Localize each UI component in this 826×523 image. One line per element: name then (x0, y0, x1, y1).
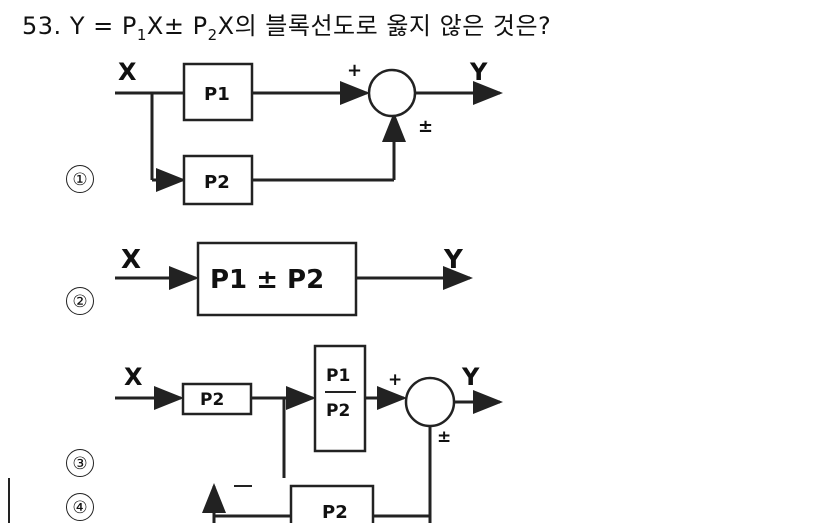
question-tail: X의 블록선도로 옳지 않은 것은? (217, 12, 552, 40)
question-equals: = (93, 12, 114, 40)
diagram-2: X P1 ± P2 Y (115, 241, 473, 317)
left-edge-bar (8, 478, 10, 523)
d1-input-label: X (118, 58, 137, 86)
d1-sign-bottom: ± (418, 116, 433, 137)
question-p1: P1 (121, 12, 147, 44)
d3-sign-bottom: ± (437, 427, 451, 447)
option-2-marker[interactable]: ② (66, 287, 94, 315)
d3-box-fraction (313, 344, 367, 453)
d3-input-label: X (124, 363, 143, 391)
question-x1: X (146, 12, 164, 40)
d3-sign-top: + (388, 370, 402, 390)
question-number: 53. (22, 12, 62, 40)
d2-box-label: P1 ± P2 (210, 265, 324, 295)
diagram-4: P2 (202, 483, 430, 523)
d2-box (196, 241, 358, 317)
d4-box (289, 484, 375, 523)
option-4-marker[interactable]: ④ (66, 493, 94, 521)
question-y: Y (69, 12, 85, 40)
d3-summing-junction (404, 376, 456, 428)
d1-summing-junction (367, 68, 417, 118)
question-pm: ± (163, 12, 185, 40)
d1-box-p1-label: P1 (204, 84, 230, 105)
d4-box-label: P2 (322, 502, 348, 523)
option-1-marker[interactable]: ① (66, 165, 94, 193)
d1-sign-top: + (347, 60, 362, 81)
question-p2: P2 (192, 12, 218, 44)
d3-box-den: P2 (326, 401, 350, 421)
d3-box-left-label: P2 (200, 390, 224, 410)
d1-box-p2-label: P2 (204, 172, 230, 193)
d2-output-label: Y (443, 245, 464, 275)
d3-box-left (181, 382, 253, 416)
d3-output-label: Y (461, 363, 480, 391)
d1-output-label: Y (469, 58, 488, 86)
option-3-marker[interactable]: ③ (66, 449, 94, 477)
diagram-1: X P1 P2 + ± Y (115, 58, 503, 206)
d2-input-label: X (121, 245, 141, 275)
question-text: 53. Y = P1X± P2X의 블록선도로 옳지 않은 것은? (22, 6, 551, 44)
diagram-3: X P2 P1 P2 + ± Y (115, 344, 503, 523)
d3-box-num: P1 (326, 366, 350, 386)
